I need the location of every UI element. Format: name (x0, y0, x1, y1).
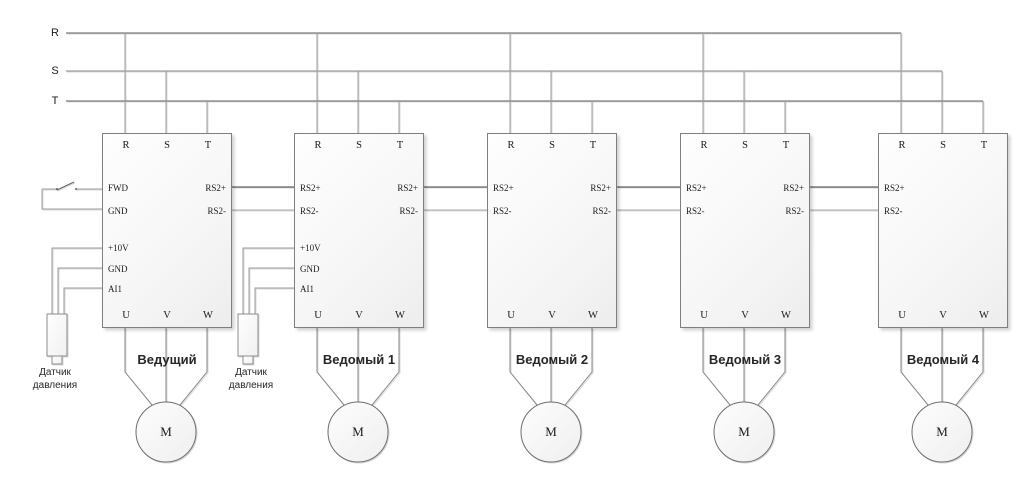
power-tap-wires (124, 33, 984, 133)
terminal-r: R (122, 140, 130, 151)
bus-label-s: S (51, 65, 59, 77)
drive-master: R S T FWD GND +10V GND AI1 RS2+ RS2- Вед… (102, 133, 232, 367)
terminal-rs2-minus: RS2- (399, 206, 418, 216)
motor-circles (135, 401, 973, 463)
terminal-rs2-minus: RS2- (686, 206, 705, 216)
terminal-u: U (700, 310, 708, 321)
terminal-rs2-minus: RS2- (300, 206, 319, 216)
terminal-w: W (781, 310, 791, 321)
terminal-w: W (395, 310, 405, 321)
terminal-r: R (314, 140, 322, 151)
terminal-w: W (588, 310, 598, 321)
terminal-s: S (356, 140, 362, 151)
sensor-label-line2: давления (32, 380, 78, 391)
terminal-fwd: FWD (108, 183, 128, 193)
terminal-rs2-plus: RS2+ (397, 183, 418, 193)
terminal-u: U (122, 310, 130, 321)
drive-slave-4: R S T RS2+ RS2- Ведомый 4 U V W (878, 133, 1008, 367)
terminal-t: T (396, 140, 404, 151)
terminal-10v: +10V (300, 243, 321, 253)
terminal-s: S (940, 140, 946, 151)
terminal-t: T (589, 140, 597, 151)
terminal-rs2-plus: RS2+ (884, 183, 905, 193)
terminal-rs2-minus: RS2- (493, 206, 512, 216)
terminal-gnd: GND (300, 264, 320, 274)
terminal-r: R (700, 140, 708, 151)
terminal-rs2-plus: RS2+ (686, 183, 707, 193)
sensor-label-1: Датчик давления (13, 366, 97, 392)
motor-label: M (352, 424, 364, 439)
terminal-v: V (741, 310, 749, 321)
terminal-ai1: AI1 (108, 284, 122, 294)
motor-circle (135, 401, 197, 463)
motor-label: M (936, 424, 948, 439)
terminal-rs2-plus: RS2+ (205, 183, 226, 193)
bus-label-r: R (51, 27, 59, 39)
terminal-u: U (507, 310, 515, 321)
terminal-gnd: GND (108, 206, 128, 216)
terminal-w: W (203, 310, 213, 321)
terminal-w: W (979, 310, 989, 321)
terminal-t: T (204, 140, 212, 151)
terminal-r: R (507, 140, 515, 151)
terminal-gnd: GND (108, 264, 128, 274)
terminal-r: R (898, 140, 906, 151)
drive-title: Ведомый 1 (322, 352, 396, 367)
terminal-ai1: AI1 (300, 284, 314, 294)
sensor-label-line1: Датчик (235, 367, 267, 378)
terminal-s: S (164, 140, 170, 151)
motor-circle (911, 401, 973, 463)
sensor-label-line2: давления (228, 380, 274, 391)
terminal-v: V (548, 310, 556, 321)
motor-label: M (160, 424, 172, 439)
motor-feeder-wires (124, 328, 984, 406)
motor-label: M (738, 424, 750, 439)
terminal-rs2-plus: RS2+ (300, 183, 321, 193)
terminal-v: V (355, 310, 363, 321)
terminal-rs2-plus: RS2+ (783, 183, 804, 193)
terminal-t: T (782, 140, 790, 151)
drive-slave-1: R S T RS2+ RS2- +10V GND AI1 RS2+ RS2- В… (294, 133, 424, 367)
terminal-t: T (980, 140, 988, 151)
drive-title: Ведущий (137, 352, 197, 367)
drive-title: Ведомый 2 (515, 352, 589, 367)
pressure-sensor-2 (237, 247, 294, 365)
pressure-sensor-1 (46, 247, 102, 365)
run-switch (41, 181, 102, 210)
terminal-s: S (549, 140, 555, 151)
terminal-rs2-minus: RS2- (884, 206, 903, 216)
terminal-v: V (163, 310, 171, 321)
motor-circle (327, 401, 389, 463)
drive-title: Ведомый 4 (906, 352, 980, 367)
bus-label-t: T (51, 95, 59, 107)
terminal-u: U (314, 310, 322, 321)
terminal-rs2-plus: RS2+ (493, 183, 514, 193)
motor-circle (520, 401, 582, 463)
sensor-label-line1: Датчик (39, 367, 71, 378)
terminal-10v: +10V (108, 243, 129, 253)
terminal-u: U (898, 310, 906, 321)
terminal-s: S (742, 140, 748, 151)
power-bus-wires (66, 32, 983, 102)
terminal-rs2-minus: RS2- (785, 206, 804, 216)
sensor-label-2: Датчик давления (209, 366, 293, 392)
drive-title: Ведомый 3 (708, 352, 782, 367)
terminal-rs2-minus: RS2- (207, 206, 226, 216)
terminal-v: V (939, 310, 947, 321)
drive-slave-3: R S T RS2+ RS2- RS2+ RS2- Ведомый 3 U V … (680, 133, 810, 367)
terminal-rs2-plus: RS2+ (590, 183, 611, 193)
motor-circle (713, 401, 775, 463)
terminal-rs2-minus: RS2- (592, 206, 611, 216)
drive-slave-2: R S T RS2+ RS2- RS2+ RS2- Ведомый 2 U V … (487, 133, 617, 367)
motor-label: M (545, 424, 557, 439)
